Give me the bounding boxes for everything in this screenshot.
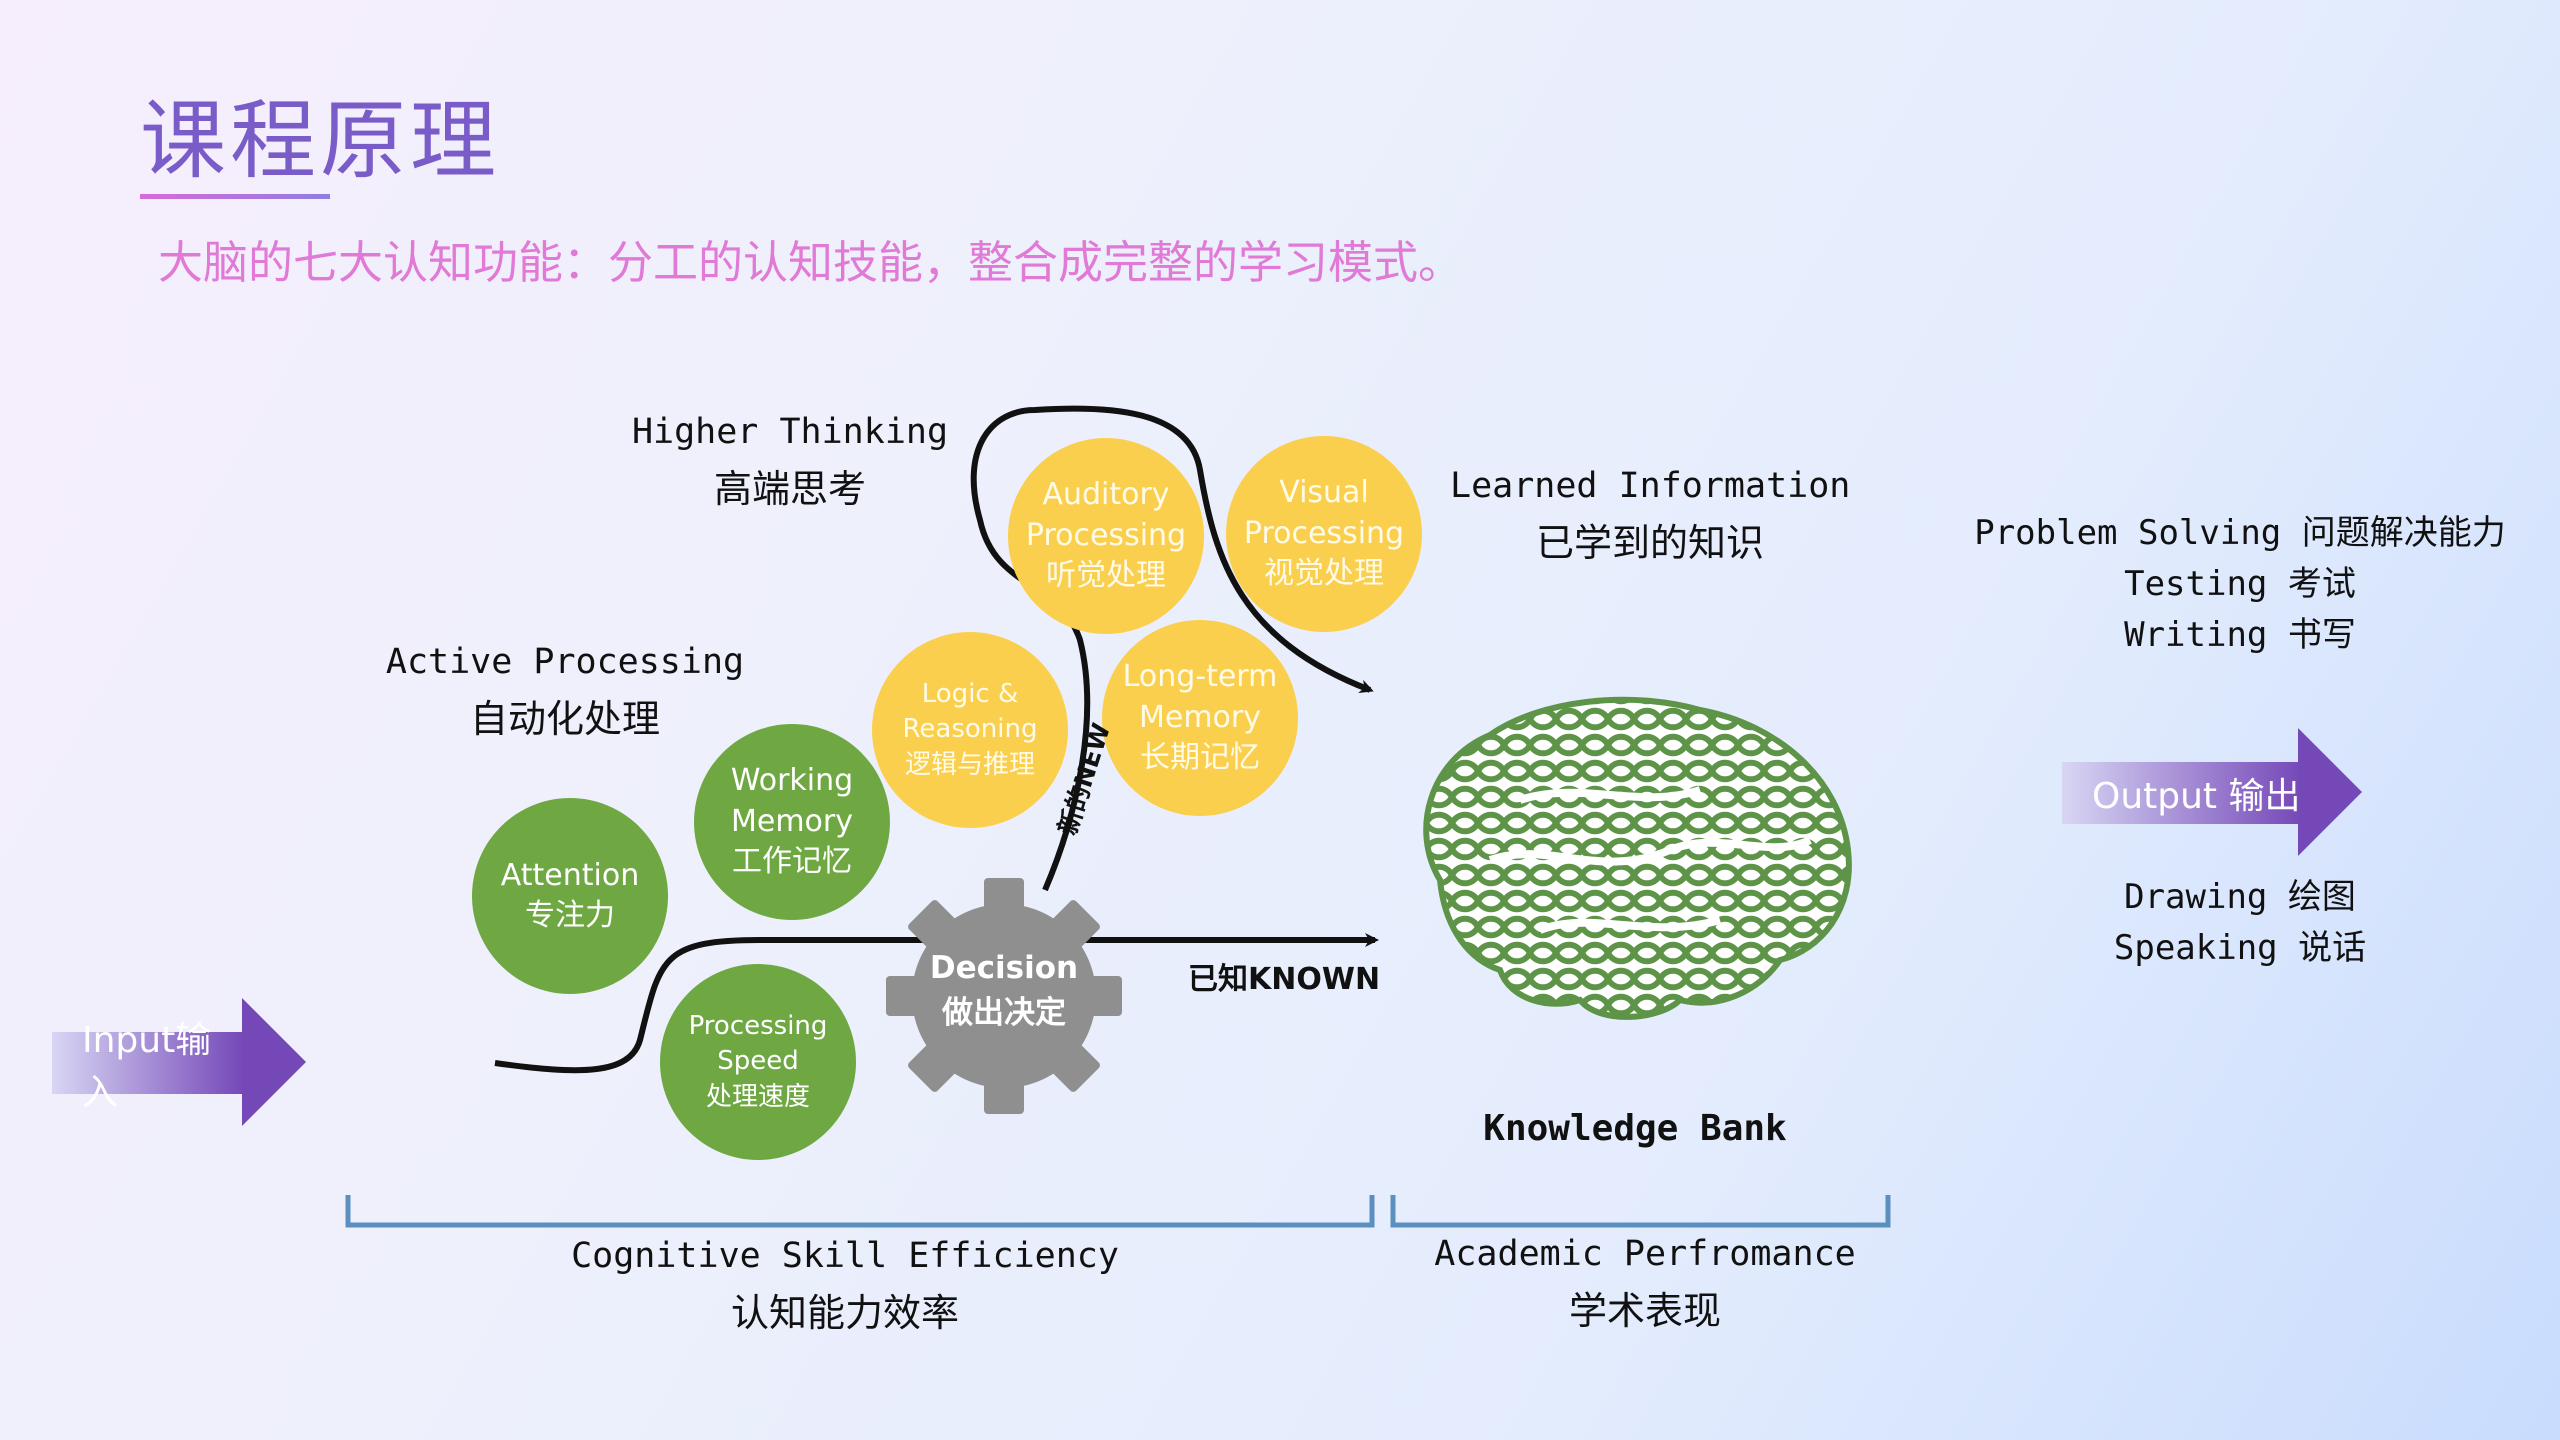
long-term-en2: Memory — [1138, 699, 1261, 735]
learned-info-en: Learned Information — [1450, 466, 1851, 506]
attention-circle: Attention 专注力 — [472, 798, 668, 994]
output-arrow: Output 输出 — [2062, 762, 2302, 824]
auditory-en1: Auditory — [1042, 477, 1170, 513]
working-memory-en1: Working — [730, 763, 854, 799]
auditory-zh: 听觉处理 — [1046, 558, 1166, 594]
input-arrow-head — [242, 998, 306, 1126]
input-arrow: Input输入 — [52, 1020, 244, 1113]
cognitive-label: Cognitive Skill Efficiency 认知能力效率 — [545, 1236, 1145, 1337]
learned-info-label: Learned Information 已学到的知识 — [1450, 466, 1850, 567]
auditory-processing-circle: Auditory Processing 听觉处理 — [1008, 438, 1204, 634]
academic-en: Academic Perfromance — [1434, 1234, 1856, 1274]
active-processing-en: Active Processing — [385, 642, 745, 682]
decision-en: Decision — [929, 950, 1079, 986]
long-term-memory-circle: Long-term Memory 长期记忆 — [1102, 620, 1298, 816]
brain-icon — [1423, 696, 1852, 1020]
processing-speed-en2: Speed — [717, 1046, 799, 1077]
attention-zh: 专注力 — [525, 898, 615, 933]
decision-gear-icon — [886, 878, 1122, 1114]
output-arrow-head — [2298, 728, 2362, 856]
working-memory-circle: Working Memory 工作记忆 — [694, 724, 890, 920]
higher-thinking-label: Higher Thinking 高端思考 — [610, 412, 970, 513]
output-item: Speaking 说话 — [2113, 928, 2367, 968]
cognitive-zh: 认知能力效率 — [730, 1291, 959, 1335]
visual-en2: Processing — [1243, 515, 1405, 551]
output-item: Drawing 绘图 — [2124, 877, 2356, 917]
higher-thinking-en: Higher Thinking — [631, 412, 949, 452]
active-processing-zh: 自动化处理 — [469, 697, 660, 741]
input-label: Input输入 — [82, 1020, 212, 1113]
output-item: Problem Solving 问题解决能力 — [1974, 513, 2506, 553]
academic-label: Academic Perfromance 学术表现 — [1400, 1234, 1890, 1335]
output-item: Testing 考试 — [2124, 564, 2356, 604]
cognitive-en: Cognitive Skill Efficiency — [571, 1236, 1119, 1276]
new-path — [970, 405, 1374, 892]
long-term-en1: Long-term — [1122, 659, 1278, 695]
decision-label: Decision 做出决定 — [884, 946, 1124, 1036]
bracket-academic — [1390, 1195, 1891, 1228]
auditory-en2: Processing — [1025, 517, 1187, 553]
decision-zh: 做出决定 — [942, 994, 1066, 1031]
active-processing-label: Active Processing 自动化处理 — [370, 642, 760, 743]
knowledge-bank-label: Knowledge Bank — [1483, 1108, 1787, 1149]
visual-processing-circle: Visual Processing 视觉处理 — [1226, 436, 1422, 632]
working-memory-en2: Memory — [730, 803, 853, 839]
long-term-zh: 长期记忆 — [1140, 740, 1260, 776]
known-path — [494, 933, 1379, 1074]
processing-speed-circle: Processing Speed 处理速度 — [660, 964, 856, 1160]
academic-zh: 学术表现 — [1568, 1289, 1721, 1333]
page-subtitle: 大脑的七大认知功能：分工的认知技能，整合成完整的学习模式。 — [158, 236, 1464, 289]
processing-speed-zh: 处理速度 — [705, 1081, 810, 1112]
page-title: 课程原理 — [140, 91, 500, 191]
title-underline — [140, 194, 330, 199]
output-item: Writing 书写 — [2124, 615, 2356, 655]
visual-en1: Visual — [1279, 475, 1369, 511]
logic-en1: Logic & — [921, 679, 1019, 710]
learned-info-zh: 已学到的知识 — [1535, 521, 1764, 565]
working-memory-zh: 工作记忆 — [732, 844, 852, 880]
bracket-cognitive — [345, 1195, 1375, 1228]
logic-en2: Reasoning — [902, 714, 1038, 745]
outputs-bottom-list: Drawing 绘图 Speaking 说话 — [2090, 872, 2390, 974]
outputs-top-list: Problem Solving 问题解决能力 Testing 考试 Writin… — [1930, 508, 2550, 661]
logic-reasoning-circle: Logic & Reasoning 逻辑与推理 — [872, 632, 1068, 828]
processing-speed-en1: Processing — [688, 1011, 828, 1042]
known-path-label: 已知KNOWN — [1188, 962, 1381, 997]
visual-zh: 视觉处理 — [1264, 556, 1384, 592]
logic-zh: 逻辑与推理 — [904, 749, 1035, 780]
higher-thinking-zh: 高端思考 — [713, 467, 866, 511]
attention-en: Attention — [500, 857, 640, 893]
output-label: Output 输出 — [2092, 776, 2301, 817]
